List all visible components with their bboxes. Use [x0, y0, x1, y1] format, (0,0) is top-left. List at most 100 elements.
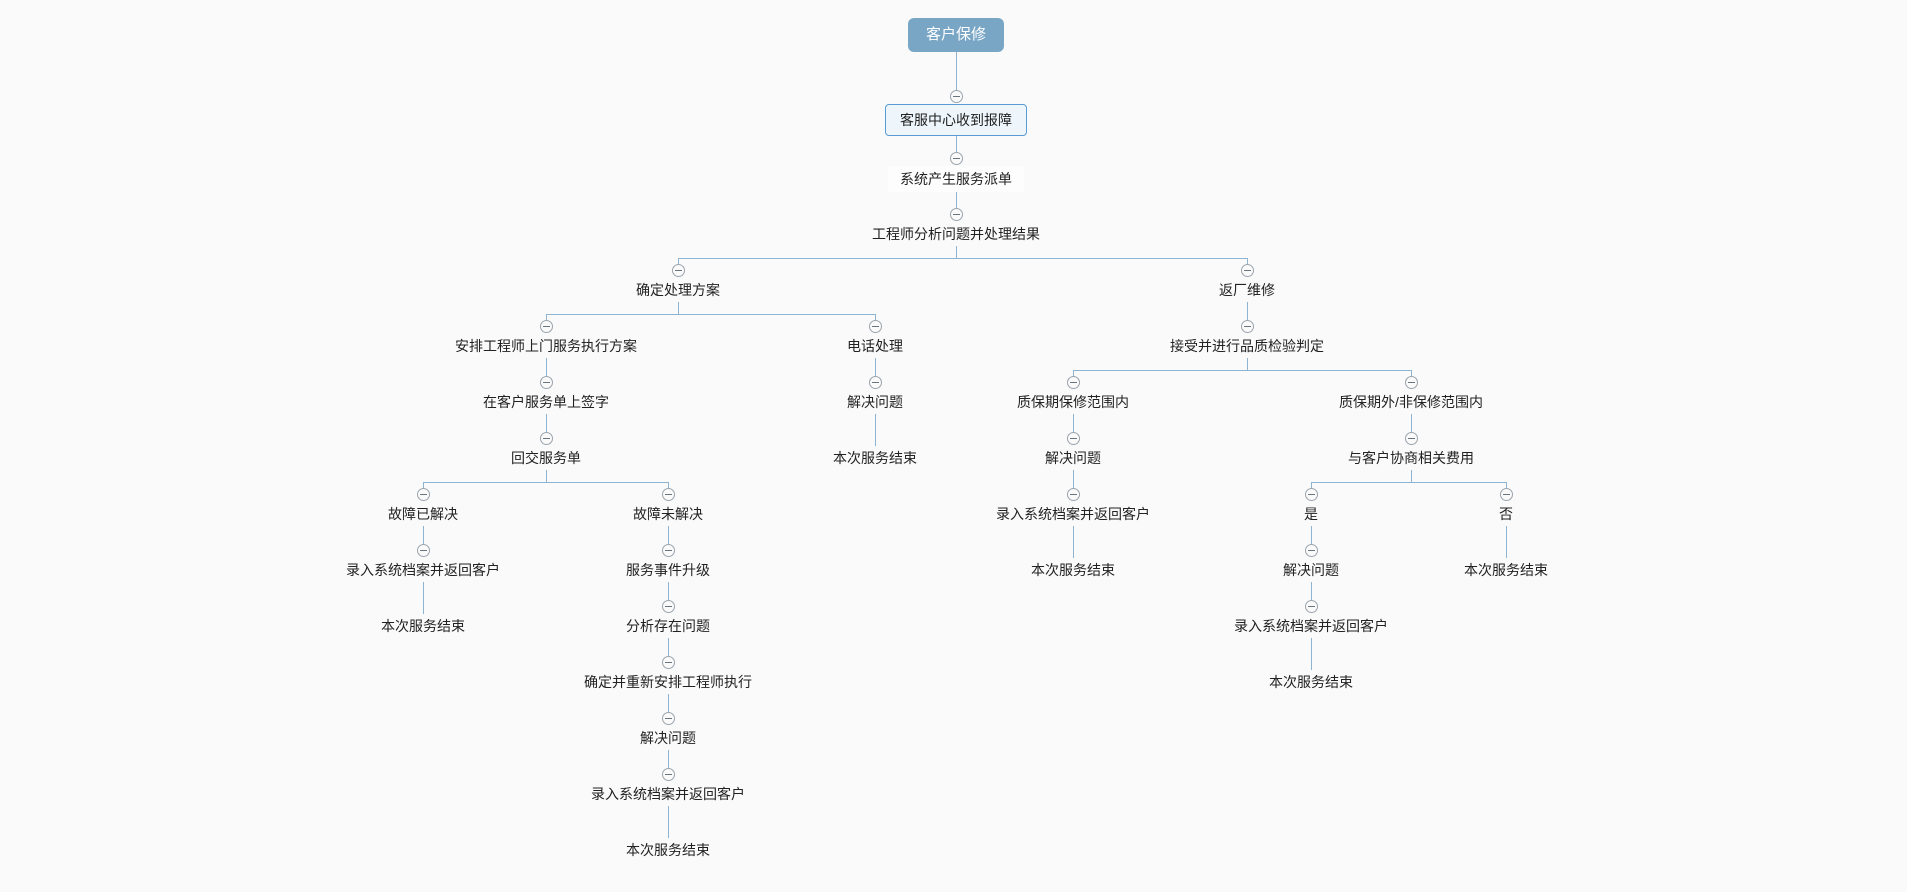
tree-node[interactable]: 分析存在问题	[622, 614, 714, 638]
tree-node[interactable]: 否	[1495, 502, 1517, 526]
node-label: 接受并进行品质检验判定	[1170, 338, 1324, 354]
tree-node[interactable]: 工程师分析问题并处理结果	[868, 222, 1044, 246]
minus-circle-icon[interactable]	[950, 152, 963, 165]
tree-node[interactable]: 确定并重新安排工程师执行	[580, 670, 756, 694]
connector-line	[1073, 426, 1074, 432]
node-label: 故障未解决	[633, 506, 703, 522]
node-label: 本次服务结束	[1031, 562, 1115, 578]
connector-line	[546, 314, 547, 320]
minus-circle-icon[interactable]	[1405, 376, 1418, 389]
tree-node[interactable]: 回交服务单	[507, 446, 585, 470]
minus-circle-icon[interactable]	[869, 376, 882, 389]
connector-line	[1506, 482, 1507, 488]
minus-circle-icon[interactable]	[662, 544, 675, 557]
node-label: 录入系统档案并返回客户	[346, 562, 500, 578]
tree-node[interactable]: 系统产生服务派单	[888, 166, 1024, 192]
minus-circle-icon[interactable]	[662, 656, 675, 669]
tree-node[interactable]: 故障未解决	[629, 502, 707, 526]
node-label: 安排工程师上门服务执行方案	[455, 338, 637, 354]
tree-node[interactable]: 录入系统档案并返回客户	[1230, 614, 1392, 638]
connector-line	[1247, 314, 1248, 320]
connector-line	[956, 74, 957, 90]
connector-line	[1247, 358, 1248, 370]
tree-node[interactable]: 质保期保修范围内	[1013, 390, 1133, 414]
tree-node[interactable]: 服务事件升级	[622, 558, 714, 582]
minus-circle-icon[interactable]	[662, 488, 675, 501]
minus-circle-icon[interactable]	[540, 320, 553, 333]
tree-node[interactable]: 安排工程师上门服务执行方案	[451, 334, 641, 358]
minus-circle-icon[interactable]	[662, 712, 675, 725]
minus-circle-icon[interactable]	[662, 600, 675, 613]
tree-node[interactable]: 返厂维修	[1215, 278, 1279, 302]
connector-line	[1073, 482, 1074, 488]
node-label: 录入系统档案并返回客户	[996, 506, 1150, 522]
tree-node[interactable]: 解决问题	[636, 726, 700, 750]
tree-node[interactable]: 确定处理方案	[632, 278, 724, 302]
node-label: 与客户协商相关费用	[1348, 450, 1474, 466]
node-label: 确定处理方案	[636, 282, 720, 298]
minus-circle-icon[interactable]	[1067, 488, 1080, 501]
tree-node[interactable]: 本次服务结束	[622, 838, 714, 862]
tree-node[interactable]: 接受并进行品质检验判定	[1166, 334, 1328, 358]
connector-line	[668, 650, 669, 656]
minus-circle-icon[interactable]	[540, 376, 553, 389]
minus-circle-icon[interactable]	[417, 544, 430, 557]
tree-node[interactable]: 解决问题	[843, 390, 907, 414]
connector-line	[546, 470, 547, 482]
minus-circle-icon[interactable]	[1067, 376, 1080, 389]
node-label: 是	[1304, 506, 1318, 522]
connector-line	[1311, 482, 1312, 488]
tree-node[interactable]: 本次服务结束	[1460, 558, 1552, 582]
tree-node[interactable]: 录入系统档案并返回客户	[342, 558, 504, 582]
tree-node[interactable]: 电话处理	[843, 334, 907, 358]
tree-node[interactable]: 与客户协商相关费用	[1344, 446, 1478, 470]
node-label: 服务事件升级	[626, 562, 710, 578]
minus-circle-icon[interactable]	[1305, 488, 1318, 501]
minus-circle-icon[interactable]	[1405, 432, 1418, 445]
minus-circle-icon[interactable]	[540, 432, 553, 445]
node-label: 解决问题	[1045, 450, 1101, 466]
node-label: 在客户服务单上签字	[483, 394, 609, 410]
tree-node[interactable]: 本次服务结束	[829, 446, 921, 470]
minus-circle-icon[interactable]	[1241, 264, 1254, 277]
minus-circle-icon[interactable]	[1067, 432, 1080, 445]
connector-line	[1073, 538, 1074, 558]
node-label: 客户保修	[907, 18, 1005, 52]
tree-node[interactable]: 本次服务结束	[377, 614, 469, 638]
tree-node[interactable]: 故障已解决	[384, 502, 462, 526]
connector-line	[1506, 538, 1507, 558]
node-label: 录入系统档案并返回客户	[1234, 618, 1388, 634]
node-label: 否	[1499, 506, 1513, 522]
connector-line	[423, 526, 424, 538]
minus-circle-icon[interactable]	[672, 264, 685, 277]
minus-circle-icon[interactable]	[1305, 544, 1318, 557]
minus-circle-icon[interactable]	[1305, 600, 1318, 613]
tree-node[interactable]: 在客户服务单上签字	[479, 390, 613, 414]
connector-line	[1311, 582, 1312, 594]
minus-circle-icon[interactable]	[950, 208, 963, 221]
tree-node[interactable]: 解决问题	[1041, 446, 1105, 470]
minus-circle-icon[interactable]	[1500, 488, 1513, 501]
tree-node[interactable]: 客服中心收到报障	[885, 104, 1027, 136]
connector-line	[1073, 370, 1411, 371]
tree-node[interactable]: 是	[1300, 502, 1322, 526]
minus-circle-icon[interactable]	[1241, 320, 1254, 333]
minus-circle-icon[interactable]	[950, 90, 963, 103]
minus-circle-icon[interactable]	[662, 768, 675, 781]
minus-circle-icon[interactable]	[869, 320, 882, 333]
minus-circle-icon[interactable]	[417, 488, 430, 501]
tree-node[interactable]: 本次服务结束	[1027, 558, 1119, 582]
tree-node[interactable]: 本次服务结束	[1265, 670, 1357, 694]
tree-node[interactable]: 解决问题	[1279, 558, 1343, 582]
tree-node[interactable]: 质保期外/非保修范围内	[1335, 390, 1487, 414]
connector-line	[668, 638, 669, 650]
connector-line	[875, 314, 876, 320]
root-node[interactable]: 客户保修	[907, 18, 1005, 52]
node-label: 本次服务结束	[1464, 562, 1548, 578]
tree-node[interactable]: 录入系统档案并返回客户	[587, 782, 749, 806]
node-label: 本次服务结束	[833, 450, 917, 466]
connector-line	[668, 706, 669, 712]
node-label: 质保期外/非保修范围内	[1339, 394, 1483, 410]
node-label: 本次服务结束	[381, 618, 465, 634]
tree-node[interactable]: 录入系统档案并返回客户	[992, 502, 1154, 526]
